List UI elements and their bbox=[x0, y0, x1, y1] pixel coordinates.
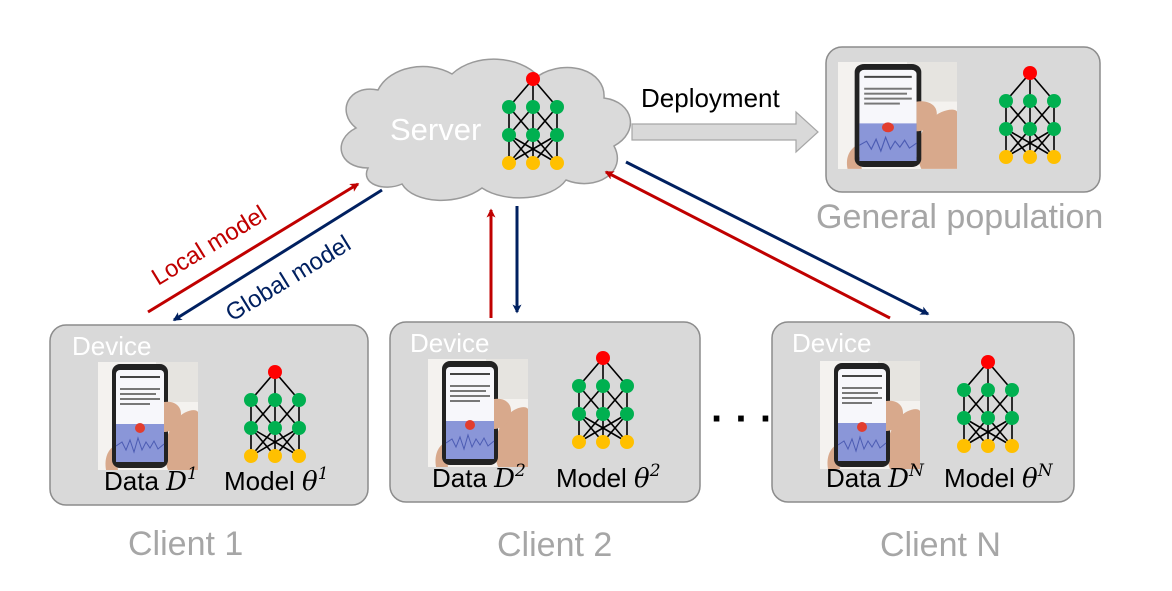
general-population-box bbox=[825, 46, 1101, 193]
ellipsis: · · · bbox=[711, 397, 773, 441]
phone-photo-icon bbox=[427, 358, 529, 468]
clientN-upload-arrow bbox=[604, 170, 891, 320]
model-label: Model θ2 bbox=[556, 461, 661, 494]
phone-photo-icon bbox=[97, 361, 199, 471]
device-label: Device bbox=[72, 331, 151, 361]
phone-photo-icon bbox=[837, 61, 958, 170]
clientN-download-arrow bbox=[625, 160, 930, 316]
local-model-arrow bbox=[147, 182, 360, 314]
client-2-device-box: Device Data D2 Model θ2 bbox=[389, 321, 701, 503]
cloud-shape bbox=[340, 58, 632, 201]
model-label: Model θN bbox=[944, 461, 1054, 494]
client-1-label: Client 1 bbox=[128, 525, 243, 563]
client-1-device-box: Device Data D1 Model θ1 bbox=[49, 324, 369, 506]
model-label: Model θ1 bbox=[224, 464, 329, 497]
server-label: Server bbox=[390, 112, 481, 147]
local-model-label: Local model bbox=[147, 200, 271, 291]
server-cloud: Server bbox=[340, 58, 632, 201]
client-n-device-box: Device Data DN Model θN bbox=[771, 321, 1075, 503]
device-label: Device bbox=[410, 328, 489, 358]
device-label: Device bbox=[792, 328, 871, 358]
deployment-label: Deployment bbox=[641, 83, 781, 113]
data-label: Data D2 bbox=[432, 461, 526, 494]
phone-photo-icon bbox=[819, 360, 921, 470]
client-n-label: Client N bbox=[880, 526, 1001, 564]
global-model-arrow bbox=[172, 188, 383, 322]
client-2-label: Client 2 bbox=[497, 526, 612, 564]
deployment-arrow bbox=[631, 110, 819, 154]
data-label: Data D1 bbox=[104, 464, 198, 497]
data-label: Data DN bbox=[826, 461, 925, 494]
general-population-label: General population bbox=[816, 198, 1103, 236]
